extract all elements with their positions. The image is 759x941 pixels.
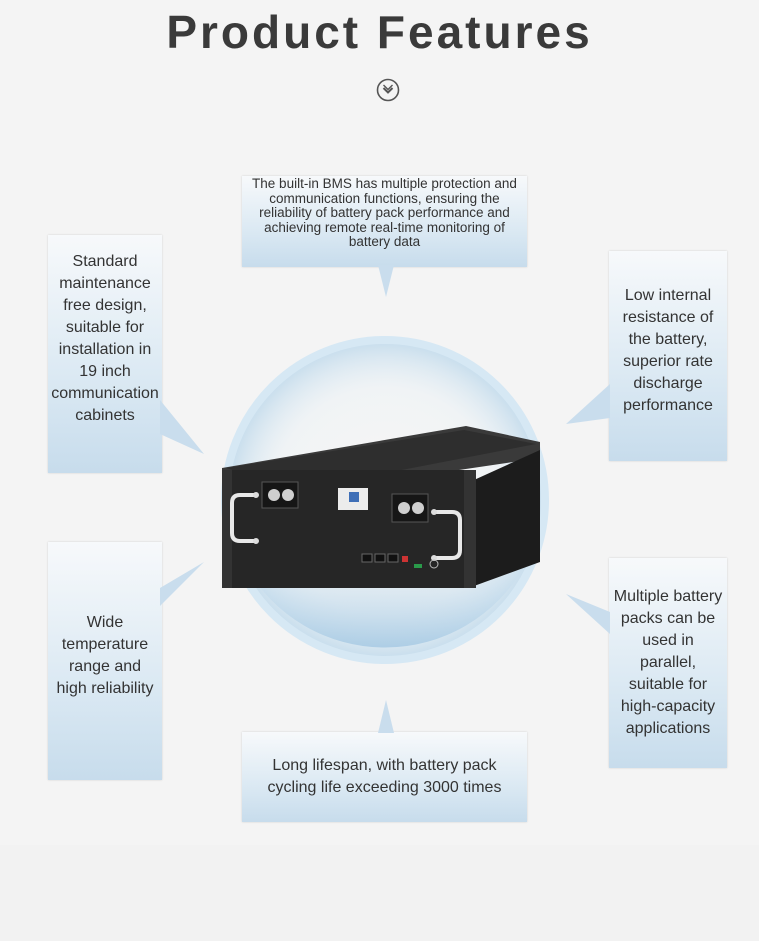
feature-text-maintenance: Standard maintenance free design, suitab… (51, 253, 159, 424)
footer-band (0, 845, 759, 941)
battery-module-image (222, 426, 540, 588)
feature-box-temperature: Wide temperature range and high reliabil… (48, 542, 162, 780)
feature-box-maintenance: Standard maintenance free design, suitab… (48, 235, 162, 473)
pointer-left-icon (566, 384, 610, 424)
pointer-right-icon (160, 400, 204, 454)
feature-box-parallel: Multiple battery packs can be used in pa… (609, 558, 727, 768)
pointer-left-icon (566, 594, 610, 634)
pointer-down-icon (378, 265, 394, 297)
chevron-down-circle-icon[interactable] (376, 78, 400, 102)
page-title: Product Features (166, 6, 593, 58)
feature-text-temperature: Wide temperature range and high reliabil… (56, 614, 154, 697)
pointer-right-icon (160, 562, 204, 606)
feature-box-bms: The built-in BMS has multiple protection… (242, 176, 527, 267)
feature-box-resistance: Low internal resistance of the battery, … (609, 251, 727, 461)
pointer-up-icon (378, 700, 394, 733)
feature-box-lifespan: Long lifespan, with battery pack cycling… (242, 732, 527, 822)
feature-text-resistance: Low internal resistance of the battery, … (622, 287, 714, 414)
feature-text-bms: The built-in BMS has multiple protection… (252, 176, 517, 250)
feature-text-parallel: Multiple battery packs can be used in pa… (613, 588, 723, 737)
feature-text-lifespan: Long lifespan, with battery pack cycling… (267, 757, 502, 796)
